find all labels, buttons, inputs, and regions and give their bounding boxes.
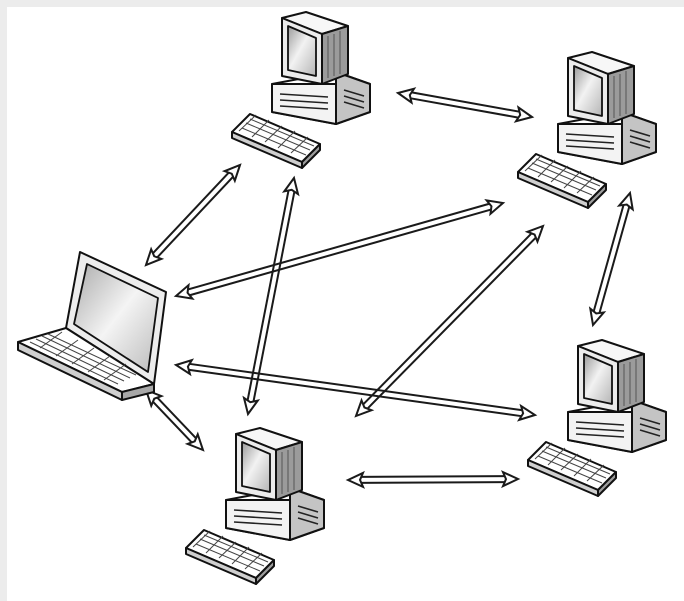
connection-arrows: [144, 87, 635, 489]
desktop-computer-icon: [527, 339, 667, 497]
connection-arrow-laptop-left-to-pc-top-right: [173, 198, 506, 301]
connection-arrow-pc-top-center-to-laptop-left: [144, 163, 242, 267]
desktop-computer-icon: [185, 427, 325, 585]
connection-arrow-pc-top-right-to-pc-bottom-center: [354, 224, 545, 418]
laptop-computer-icon: [17, 251, 167, 401]
connection-arrow-laptop-left-to-pc-bottom-center: [144, 388, 205, 452]
connection-arrow-pc-top-center-to-pc-top-right: [395, 87, 535, 123]
desktop-computer-icon: [517, 51, 657, 209]
connection-arrow-pc-top-center-to-pc-bottom-center: [242, 175, 300, 417]
connection-arrow-laptop-left-to-pc-bottom-right: [173, 358, 538, 422]
connection-arrow-pc-top-right-to-pc-bottom-right: [588, 190, 635, 328]
desktop-computer-icon: [231, 11, 371, 169]
connection-arrow-pc-bottom-center-to-pc-bottom-right: [345, 470, 521, 489]
